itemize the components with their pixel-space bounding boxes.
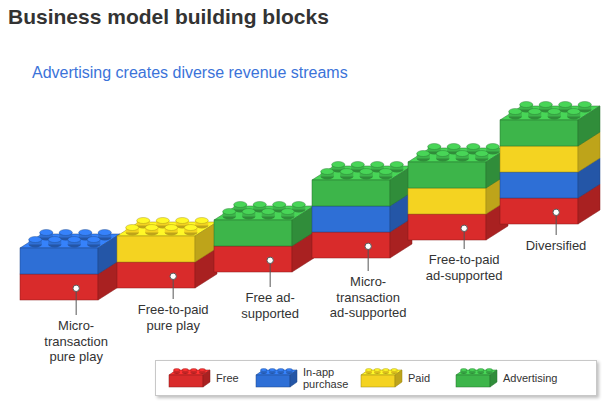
leader-dot [267,257,273,263]
legend-text: In-app purchase [303,366,359,390]
legend-swatch [453,365,499,391]
stack-label: Free-to-paid ad-supported [422,252,506,283]
legend-text: Advertising [503,372,557,384]
brick-stack [500,102,600,225]
leader-line [270,260,271,287]
leader-dot [553,209,559,215]
legend-text: Paid [408,372,430,384]
leader-line [76,288,77,315]
legend-item: Advertising [453,365,557,391]
brick-stack [20,230,120,301]
subtitle: Advertising creates diverse revenue stre… [32,64,348,82]
stack-label: Micro-transaction pure play [34,318,118,365]
brick-stack [214,202,314,273]
stack-label: Diversified [514,238,598,254]
stack-label: Free-to-paid pure play [131,302,215,333]
stack-label: Free ad-supported [228,290,312,321]
legend-swatch [166,365,212,391]
leader-line [368,246,369,271]
legend-swatch [358,365,404,391]
legend-text: Free [216,372,239,384]
brick-stack [408,144,508,241]
brick-stack [312,162,412,259]
legend-item: Paid [358,365,430,391]
leader-dot [73,285,79,291]
legend-item: In-app purchase [253,365,359,391]
leader-dot [365,243,371,249]
legend-panel: Free In-app purchase Paid Advertising [155,360,597,396]
brick-stack [117,218,217,289]
stack-label: Micro-transaction ad-supported [326,274,410,321]
leader-dot [170,273,176,279]
leader-dot [461,225,467,231]
legend-item: Free [166,365,239,391]
legend-swatch [253,365,299,391]
title: Business model building blocks [8,5,329,29]
